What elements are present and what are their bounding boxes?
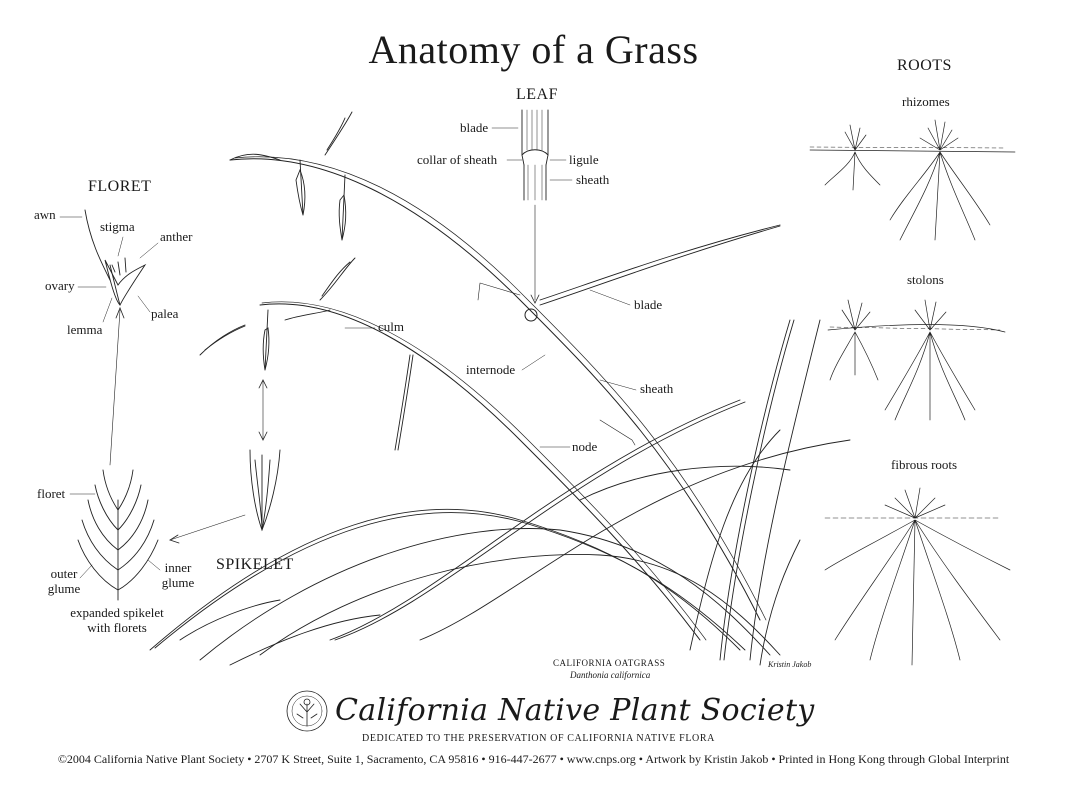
floret-label: floret (37, 486, 66, 501)
palea-label: palea (151, 306, 179, 321)
fibrous-roots-label: fibrous roots (891, 457, 958, 472)
leaf-blade-label: blade (460, 120, 489, 135)
awn-label: awn (34, 207, 56, 222)
roots-heading: ROOTS (897, 57, 952, 74)
leaf-heading: LEAF (516, 86, 558, 103)
species-latin-name: Danthonia californica (570, 670, 651, 680)
inner-glume-label: inner glume (161, 560, 195, 590)
leader-lines (59, 127, 637, 579)
fibrous-roots (824, 487, 1011, 666)
node-label: node (572, 439, 598, 454)
expanded-spikelet (77, 469, 159, 601)
spikelet-heading: SPIKELET (216, 556, 294, 573)
ligule-marker (524, 308, 538, 322)
dedication-line: DEDICATED TO THE PRESERVATION OF CALIFOR… (362, 733, 715, 744)
lemma-label: lemma (67, 322, 103, 337)
leaf-detail (521, 109, 549, 304)
internode-bracket (477, 282, 636, 446)
internode-label: internode (466, 362, 516, 377)
lower-panicle (199, 257, 356, 371)
ovary-label: ovary (45, 278, 75, 293)
species-common-name: CALIFORNIA OATGRASS (553, 658, 666, 668)
ligule-label: ligule (569, 152, 599, 167)
artist-signature: Kristin Jakob (768, 660, 812, 669)
stolon-roots (827, 299, 1006, 421)
stolons-label: stolons (907, 272, 944, 287)
footer-credits: ©2004 California Native Plant Society • … (57, 752, 1010, 766)
stigma-label: stigma (100, 219, 135, 234)
culm-label: culm (378, 319, 404, 334)
page-title: Anatomy of a Grass (368, 27, 699, 72)
expanded-spikelet-label: expanded spikelet with florets (70, 605, 164, 635)
floret-heading: FLORET (88, 178, 152, 195)
blade-label: blade (634, 297, 663, 312)
society-name: California Native Plant Society (335, 693, 815, 728)
upper-panicle (229, 111, 353, 241)
collar-label: collar of sheath (417, 152, 498, 167)
outer-glume-label: outer glume (47, 566, 81, 596)
spikelet-detail (169, 379, 281, 544)
cnps-seal-logo (286, 690, 328, 732)
leaf-sheath-label: sheath (576, 172, 610, 187)
basal-leaves (149, 224, 851, 666)
floret-detail (84, 209, 147, 466)
sheath-label: sheath (640, 381, 674, 396)
anther-label: anther (160, 229, 193, 244)
rhizomes-label: rhizomes (902, 94, 950, 109)
culm-stems (229, 156, 767, 641)
rhizome-roots (809, 119, 1016, 241)
